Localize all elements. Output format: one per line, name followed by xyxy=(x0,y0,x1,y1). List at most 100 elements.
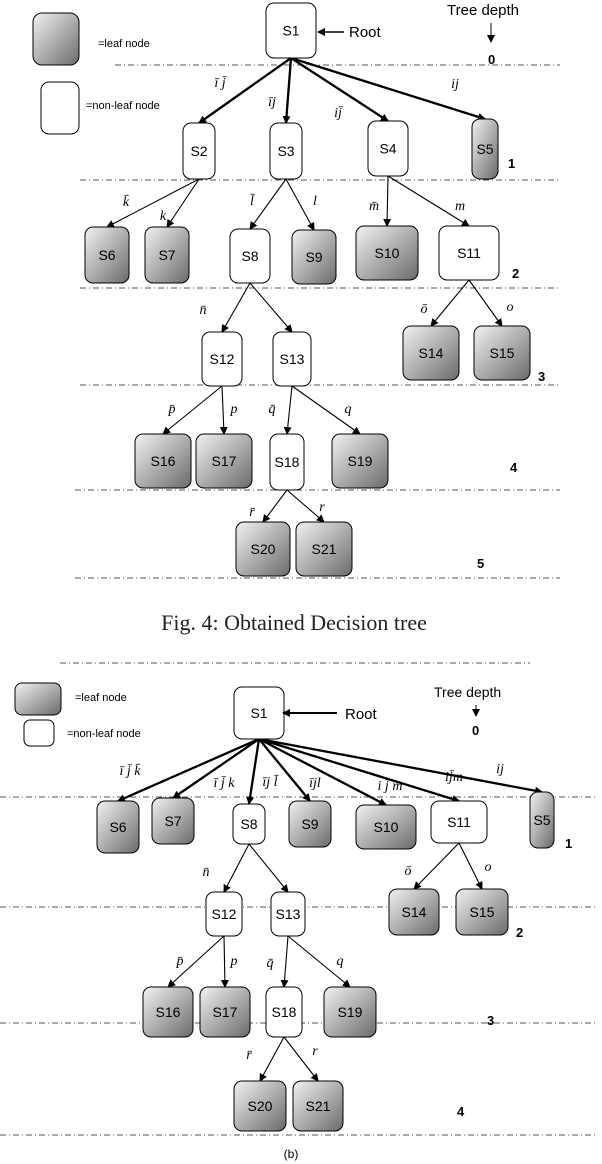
node-s21: S21 xyxy=(295,521,353,577)
edge-label-s1-s9: ījl xyxy=(309,776,321,791)
legend-leaf-swatch xyxy=(32,12,80,66)
figure-b-caption: (b) xyxy=(284,1147,299,1161)
leaf-node-box xyxy=(235,521,291,577)
leaf-node-box xyxy=(292,1080,344,1132)
node-label: S21 xyxy=(306,1098,331,1114)
depth-0: 0 xyxy=(488,52,495,67)
node-s9: S9 xyxy=(288,800,332,848)
leaf-node-box xyxy=(471,118,499,180)
node-label: S5 xyxy=(476,141,493,157)
edge-label-s12-s17: p xyxy=(230,954,238,969)
node-label: S6 xyxy=(98,247,115,263)
node-label: S18 xyxy=(275,454,300,470)
edge-s8-s13 xyxy=(249,282,293,333)
node-label: S11 xyxy=(457,245,481,261)
legend-leaf-swatch xyxy=(14,682,62,716)
node-label: S19 xyxy=(338,1004,363,1020)
leaf-node-box xyxy=(355,225,419,281)
legend-leaf-label: =leaf node xyxy=(75,692,127,704)
edge-label-s8-s12: n̄ xyxy=(203,865,210,880)
node-s16: S16 xyxy=(134,433,192,489)
edge-s18-s21 xyxy=(283,1036,319,1082)
node-label: S4 xyxy=(379,141,396,157)
edge-label-s1-s7: ī j̄ k xyxy=(214,776,236,791)
node-label: S15 xyxy=(490,345,515,361)
node-label: S9 xyxy=(305,249,322,265)
node-s5: S5 xyxy=(471,118,499,180)
node-label: S8 xyxy=(241,248,258,264)
edge-s11-s15 xyxy=(458,842,483,890)
node-s9: S9 xyxy=(291,229,337,285)
node-label: S20 xyxy=(248,1098,273,1114)
node-label: S7 xyxy=(158,247,175,263)
edge-label-s1-s6: ī j̄ k̄ xyxy=(120,763,142,779)
edge-s11-s14 xyxy=(430,279,470,327)
depth-4: 4 xyxy=(510,460,518,475)
node-label: S17 xyxy=(212,453,237,469)
edge-s1-s3 xyxy=(282,57,293,124)
node-label: S14 xyxy=(402,904,427,920)
edge-label-s18-s20: r̄ xyxy=(249,505,255,520)
node-s7: S7 xyxy=(151,797,195,845)
depth-3: 3 xyxy=(487,1013,494,1028)
leaf-node-box xyxy=(199,986,251,1038)
node-label: S1 xyxy=(250,705,267,721)
node-s15: S15 xyxy=(455,888,509,936)
node-label: S16 xyxy=(156,1004,181,1020)
non-leaf-node-box xyxy=(272,331,312,387)
depth-0: 0 xyxy=(472,723,479,738)
non-leaf-node-box xyxy=(269,122,303,180)
edge-s3-s8 xyxy=(249,178,287,230)
edge-s13-s18 xyxy=(280,935,289,988)
node-label: S3 xyxy=(277,143,294,159)
edge-s3-s9 xyxy=(285,178,315,231)
leaf-node-box xyxy=(323,986,377,1038)
edge-label-s2-s7: k xyxy=(160,209,167,224)
depth-5: 5 xyxy=(477,556,484,571)
node-label: S19 xyxy=(348,453,373,469)
edge-s2-s6 xyxy=(106,178,200,228)
edge-label-s1-s8: īj l̄ xyxy=(262,774,279,790)
node-label: S10 xyxy=(375,245,400,261)
edge-label-s3-s9: l xyxy=(313,194,317,209)
depth-1: 1 xyxy=(508,156,515,171)
edge-s13-s19 xyxy=(287,935,351,988)
node-s15: S15 xyxy=(473,325,531,381)
edge-label-s2-s6: k̄ xyxy=(123,194,130,210)
node-s8: S8 xyxy=(229,228,271,284)
non-leaf-node-box xyxy=(269,433,305,491)
legend-leaf-label: =leaf node xyxy=(98,38,150,50)
node-label: S6 xyxy=(109,819,126,835)
edge-s18-s20 xyxy=(262,489,288,523)
edge-label-s4-s10: m̄ xyxy=(369,199,379,214)
edge-label-s11-s14: ō xyxy=(405,864,412,879)
edge-label-s1-s2: ī j̄ xyxy=(214,76,227,91)
edge-s1-s8 xyxy=(246,738,261,805)
leaf-node-box xyxy=(144,226,190,284)
leaf-node-box xyxy=(288,800,332,848)
non-leaf-node-box xyxy=(182,122,216,180)
legend-nonleaf-swatch xyxy=(23,719,55,747)
edge-label-s18-s20: r̄ xyxy=(246,1048,252,1063)
edge-s12-s17 xyxy=(219,385,228,435)
edge-label-s1-s5: ij xyxy=(496,762,504,777)
node-label: S14 xyxy=(419,345,444,361)
node-s6: S6 xyxy=(96,800,140,854)
node-label: S1 xyxy=(282,23,299,39)
tree-depth-title: Tree depth xyxy=(434,684,501,700)
non-leaf-node-box xyxy=(265,2,317,59)
non-leaf-node-box xyxy=(430,800,488,844)
non-leaf-node-box xyxy=(270,891,306,937)
node-label: S12 xyxy=(210,351,235,367)
node-s12: S12 xyxy=(201,331,243,387)
node-s20: S20 xyxy=(235,521,291,577)
node-label: S13 xyxy=(276,906,301,922)
node-s8: S8 xyxy=(232,803,266,845)
edge-s1-s9 xyxy=(258,738,311,802)
edge-s18-s21 xyxy=(286,489,325,523)
legend-nonleaf-label: =non-leaf node xyxy=(67,728,141,740)
